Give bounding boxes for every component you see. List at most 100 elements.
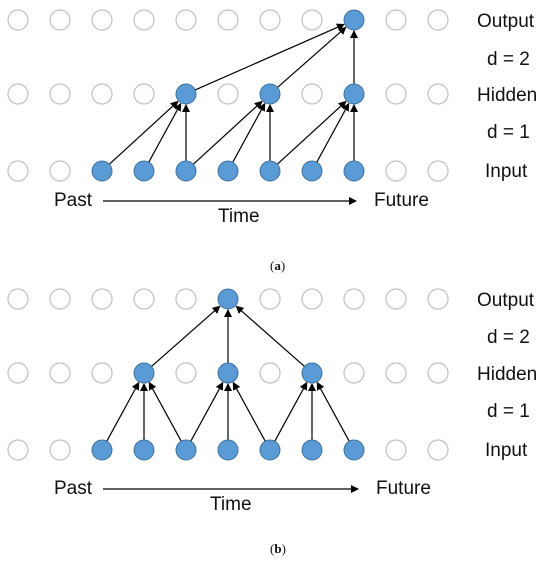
panel-b-hidden-node-4-inactive (175, 362, 197, 384)
panel-b-edge-input4-to-hidden3 (148, 381, 182, 442)
panel-b-output-node-1-inactive (49, 288, 71, 310)
panel-a-edge-input6-to-hidden8 (276, 100, 347, 165)
panel-b-hidden-node-5-active (217, 362, 239, 384)
panel-a-edge-input7-to-hidden8 (316, 102, 350, 163)
panel-a-input-node-0-inactive (7, 160, 29, 182)
panel-a-edges (108, 23, 358, 165)
panel-a-caption-close: ) (281, 258, 285, 273)
panel-a-output-label: Output (477, 11, 535, 32)
panel-a-hidden-node-6-active (259, 83, 281, 105)
panel-b-input-node-7-active (301, 439, 323, 461)
panel-a-input-node-10-inactive (427, 160, 449, 182)
panel-a-caption: (a) (270, 258, 285, 273)
panel-b-caption-letter: b (274, 541, 281, 556)
panel-b-input-node-9-inactive (385, 439, 407, 461)
panel-b-edge-input6-to-hidden5 (232, 381, 266, 442)
panel-a-output-node-10-inactive (427, 9, 449, 31)
panel-b-caption-open: ( (270, 541, 274, 556)
panel-b-caption-close: ) (282, 541, 286, 556)
panel-a-hidden-node-7-inactive (301, 83, 323, 105)
panel-b-output-node-8-inactive (343, 288, 365, 310)
panel-a-input-node-1-inactive (49, 160, 71, 182)
panel-a-hidden-node-0-inactive (7, 83, 29, 105)
panel-a-output-node-4-inactive (175, 9, 197, 31)
panel-b-hidden-node-7-active (301, 362, 323, 384)
panel-b-edges (106, 305, 350, 442)
panel-b-output-node-3-inactive (133, 288, 155, 310)
panel-a-output-node-6-inactive (259, 9, 281, 31)
panel-b-input-label: Input (485, 440, 528, 461)
panel-a-input-label: Input (485, 161, 528, 182)
panel-b-future-label: Future (376, 478, 431, 499)
panel-b-dilation-2-label: d = 2 (487, 327, 530, 348)
panel-a-edge-input4-to-hidden6 (192, 100, 263, 165)
panel-a-caption-letter: a (274, 258, 281, 273)
panel-a-hidden-node-2-inactive (91, 83, 113, 105)
panel-b-edge-input2-to-hidden3 (106, 381, 140, 442)
panel-b-time-label: Time (210, 494, 252, 515)
panel-a-input-node-8-active (343, 160, 365, 182)
panel-a-output-node-7-inactive (301, 9, 323, 31)
panel-b-edge-hidden3-to-output5 (151, 305, 221, 367)
panel-b-hidden-node-1-inactive (49, 362, 71, 384)
panel-b-hidden-node-8-inactive (343, 362, 365, 384)
panel-a-hidden-node-8-active (343, 83, 365, 105)
panel-b-hidden-node-9-inactive (385, 362, 407, 384)
panel-a-edge-input5-to-hidden6 (232, 102, 266, 163)
panel-b-input-node-8-active (343, 439, 365, 461)
panel-a-dilation-2-label: d = 2 (487, 49, 530, 70)
panel-a-output-node-5-inactive (217, 9, 239, 31)
panel-a-output-node-3-inactive (133, 9, 155, 31)
panel-a-output-node-1-inactive (49, 9, 71, 31)
panel-b-output-label: Output (477, 290, 535, 311)
panel-b-edge-input8-to-hidden7 (316, 381, 350, 442)
panel-b-edge-hidden7-to-output5 (235, 305, 305, 367)
panel-a-edge-input3-to-hidden4 (148, 102, 182, 163)
panel-b-input-node-6-active (259, 439, 281, 461)
panel-a-input-node-9-inactive (385, 160, 407, 182)
panel-a-input-node-3-active (133, 160, 155, 182)
panel-b-edge-input6-to-hidden7 (274, 381, 308, 442)
panel-a-edge-hidden6-to-output8 (277, 26, 347, 88)
panel-a-hidden-node-1-inactive (49, 83, 71, 105)
panel-b-hidden-node-6-inactive (259, 362, 281, 384)
panel-a-hidden-node-10-inactive (427, 83, 449, 105)
panel-b-nodes (7, 288, 449, 461)
panel-b: Output d = 2 Hidden d = 1 Input Past Tim… (7, 288, 537, 556)
panel-b-output-node-10-inactive (427, 288, 449, 310)
panel-a-output-node-8-active (343, 9, 365, 31)
panel-a-input-node-5-active (217, 160, 239, 182)
panel-a-hidden-node-4-active (175, 83, 197, 105)
panel-b-past-label: Past (54, 478, 93, 499)
panel-b-edge-input4-to-hidden5 (190, 381, 224, 442)
panel-a-edge-input2-to-hidden4 (108, 100, 179, 165)
panel-b-hidden-node-0-inactive (7, 362, 29, 384)
panel-a-input-node-6-active (259, 160, 281, 182)
panel-b-input-node-1-inactive (49, 439, 71, 461)
panel-b-input-node-0-inactive (7, 439, 29, 461)
panel-a: Output d = 2 Hidden d = 1 Input Past Tim… (7, 9, 537, 273)
panel-b-input-node-4-active (175, 439, 197, 461)
panel-b-caption: (b) (270, 541, 286, 556)
panel-b-output-node-9-inactive (385, 288, 407, 310)
panel-b-hidden-node-3-active (133, 362, 155, 384)
panel-b-output-node-2-inactive (91, 288, 113, 310)
panel-a-dilation-1-label: d = 1 (487, 122, 530, 143)
panel-a-output-node-9-inactive (385, 9, 407, 31)
panel-a-edge-hidden4-to-output8 (194, 23, 345, 91)
panel-a-output-node-2-inactive (91, 9, 113, 31)
panel-b-output-node-4-inactive (175, 288, 197, 310)
panel-b-input-node-3-active (133, 439, 155, 461)
panel-a-input-node-2-active (91, 160, 113, 182)
panel-b-hidden-node-2-inactive (91, 362, 113, 384)
panel-b-dilation-1-label: d = 1 (487, 401, 530, 422)
panel-b-input-node-5-active (217, 439, 239, 461)
panel-a-past-label: Past (54, 190, 93, 211)
panel-a-input-node-7-active (301, 160, 323, 182)
panel-b-output-node-5-active (217, 288, 239, 310)
panel-a-time-label: Time (218, 206, 260, 227)
panel-a-hidden-node-5-inactive (217, 83, 239, 105)
panel-a-nodes (7, 9, 449, 182)
panel-b-hidden-node-10-inactive (427, 362, 449, 384)
panel-a-input-node-4-active (175, 160, 197, 182)
